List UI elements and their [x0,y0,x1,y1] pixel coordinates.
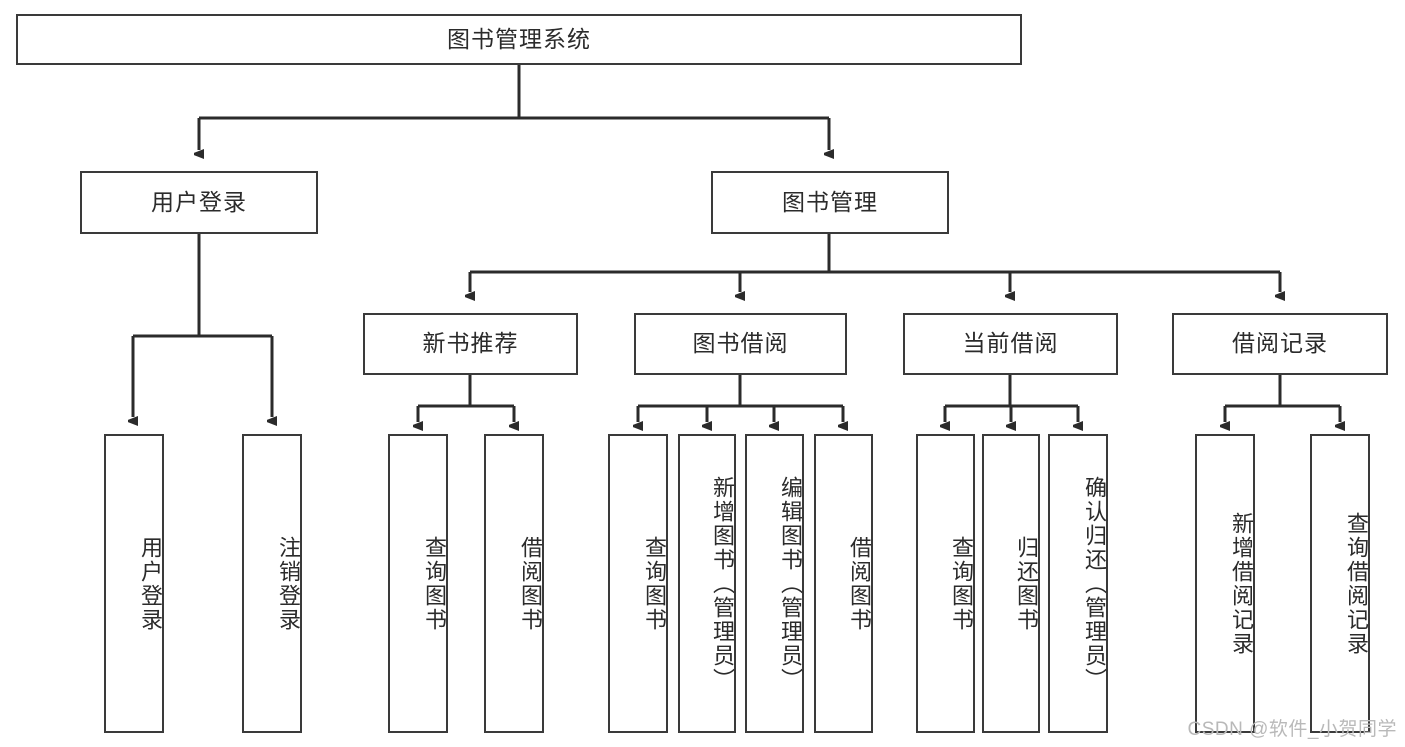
node-label: 查询图书 [422,535,447,632]
node-label: 图书管理 [782,188,878,215]
node-label: 借阅记录 [1232,330,1328,357]
leaf-current-return-book[interactable]: 归还图书 [982,434,1040,733]
node-new-book-recommend[interactable]: 新书推荐 [363,313,578,375]
node-book-management[interactable]: 图书管理 [711,171,949,234]
node-label: 查询借阅记录 [1344,511,1369,656]
node-label: 新增借阅记录 [1229,511,1254,656]
leaf-user-login-logout[interactable]: 注销登录 [242,434,302,733]
leaf-current-confirm-return-admin[interactable]: 确认归还（管理员） [1048,434,1108,733]
node-user-login[interactable]: 用户登录 [80,171,318,234]
leaf-borrow-query-book[interactable]: 查询图书 [608,434,668,733]
leaf-user-login-login[interactable]: 用户登录 [104,434,164,733]
node-label: 新书推荐 [422,330,519,357]
node-label: 图书管理系统 [447,25,591,52]
node-label: 借阅图书 [847,535,872,632]
leaf-borrow-borrow-book[interactable]: 借阅图书 [814,434,873,733]
node-label: 当前借阅 [962,330,1059,357]
node-label: 归还图书 [1014,535,1039,632]
node-label: 编辑图书（管理员） [778,475,803,692]
leaf-borrow-add-book-admin[interactable]: 新增图书（管理员） [678,434,736,733]
node-root-book-management-system[interactable]: 图书管理系统 [16,14,1022,65]
node-label: 查询图书 [949,535,974,632]
node-label: 用户登录 [151,188,247,215]
leaf-new-book-query-book[interactable]: 查询图书 [388,434,448,733]
node-label: 借阅图书 [518,535,543,632]
node-label: 查询图书 [642,535,667,632]
node-label: 图书借阅 [692,330,789,357]
leaf-new-book-borrow-book[interactable]: 借阅图书 [484,434,544,733]
leaf-current-query-book[interactable]: 查询图书 [916,434,975,733]
node-label: 注销登录 [276,535,301,632]
node-borrow-record[interactable]: 借阅记录 [1172,313,1388,375]
leaf-record-query-record[interactable]: 查询借阅记录 [1310,434,1370,733]
leaf-borrow-edit-book-admin[interactable]: 编辑图书（管理员） [745,434,804,733]
node-label: 确认归还（管理员） [1082,475,1107,692]
node-book-borrow[interactable]: 图书借阅 [634,313,847,375]
node-label: 用户登录 [138,535,163,632]
leaf-record-add-record[interactable]: 新增借阅记录 [1195,434,1255,733]
node-label: 新增图书（管理员） [710,475,735,692]
node-current-borrow[interactable]: 当前借阅 [903,313,1118,375]
